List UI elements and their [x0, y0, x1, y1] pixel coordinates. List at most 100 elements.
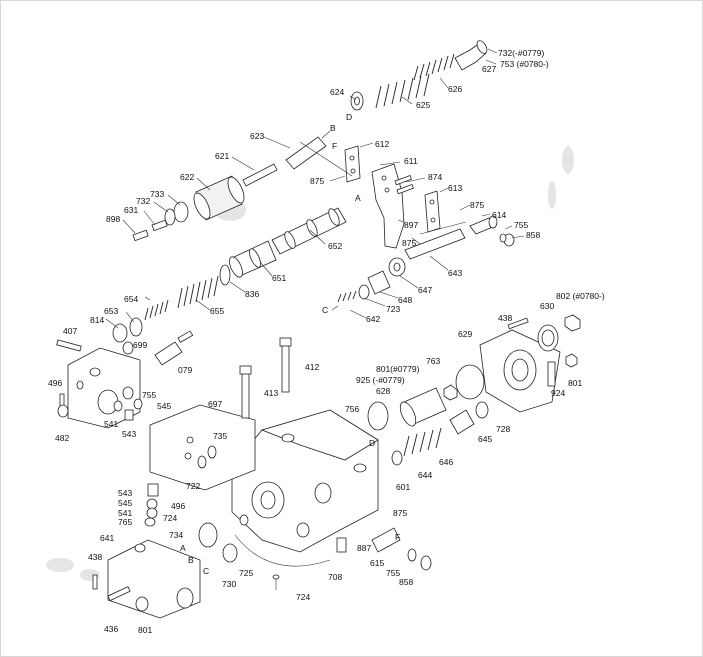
part-763-ring [455, 364, 485, 400]
label-623: 623 [250, 131, 264, 141]
label-725: 725 [239, 568, 253, 578]
part-801-nut-b [135, 596, 149, 612]
label-925: 925 (-#0779) [356, 375, 405, 385]
label-699: 699 [133, 340, 147, 350]
label-615: 615 [370, 558, 384, 568]
label-627: 627 [482, 64, 496, 74]
label-728: 728 [496, 424, 510, 434]
part-924-screw [547, 361, 556, 387]
part-765-ring [144, 517, 156, 527]
part-733-ring [173, 201, 189, 223]
label-645: 645 [478, 434, 492, 444]
part-887-pin [336, 537, 347, 553]
part-412-bolt [279, 337, 292, 393]
label-541-a: 541 [104, 419, 118, 429]
label-482: 482 [55, 433, 69, 443]
part-612-plate [344, 145, 361, 183]
part-858-ring-b [420, 555, 432, 571]
part-655-spring [177, 275, 219, 309]
part-625-spring [375, 73, 430, 109]
label-730: 730 [222, 579, 236, 589]
part-646-spring [403, 427, 442, 457]
part-482-plug [57, 404, 69, 418]
part-653-washer [129, 317, 143, 337]
part-601-housing [231, 409, 379, 553]
label-643: 643 [448, 268, 462, 278]
label-697: 697 [208, 399, 222, 409]
label-541-b: 541 [118, 508, 132, 518]
part-627-plunger [454, 40, 498, 71]
label-765: 765 [118, 517, 132, 527]
label-436: 436 [104, 624, 118, 634]
label-601: 601 [396, 482, 410, 492]
label-648: 648 [398, 295, 412, 305]
part-858-ring [499, 233, 515, 247]
label-733: 733 [150, 189, 164, 199]
part-756-ring [367, 401, 389, 431]
part-543-plug-b [147, 483, 159, 497]
part-628-spool [399, 387, 447, 427]
label-801-b: 801 [568, 378, 582, 388]
part-925-nut [443, 384, 458, 401]
label-f-top: F [332, 141, 337, 151]
part-725-ring [222, 543, 238, 563]
part-651-spool [229, 240, 277, 278]
part-436-bolt [107, 586, 131, 602]
label-621: 621 [215, 151, 229, 161]
label-654: 654 [124, 294, 138, 304]
label-802: 802 (#0780-) [556, 291, 605, 301]
label-732-b: 732 [136, 196, 150, 206]
label-644: 644 [418, 470, 432, 480]
label-708: 708 [328, 572, 342, 582]
label-653: 653 [104, 306, 118, 316]
label-543-b: 543 [118, 488, 132, 498]
label-079: 079 [178, 365, 192, 375]
part-622-sleeve [193, 175, 245, 221]
part-614-pin [469, 215, 498, 235]
label-626: 626 [448, 84, 462, 94]
label-438-b: 438 [88, 552, 102, 562]
label-763: 763 [426, 356, 440, 366]
part-755-ring-left [122, 386, 134, 400]
part-407-bolt [56, 339, 82, 352]
part-802-nut [564, 314, 581, 332]
label-b-top: B [330, 123, 336, 133]
part-613-plate [424, 190, 441, 233]
label-735: 735 [213, 431, 227, 441]
part-699-ring [122, 341, 134, 355]
label-b-bottom: B [188, 555, 194, 565]
label-629: 629 [458, 329, 472, 339]
smudge [548, 181, 556, 209]
label-413: 413 [264, 388, 278, 398]
label-724-b: 724 [296, 592, 310, 602]
label-801-a: 801(#0779) [376, 364, 420, 374]
part-724-pin [272, 574, 280, 590]
label-887: 887 [357, 543, 371, 553]
label-613: 613 [448, 183, 462, 193]
part-654-spring [144, 299, 169, 321]
label-d-mid: D [369, 438, 375, 448]
label-756: 756 [345, 404, 359, 414]
part-621-pin [242, 163, 278, 187]
part-652-spool [271, 207, 347, 255]
smudge [46, 558, 74, 572]
part-732-ring [164, 208, 176, 226]
part-615-plug [371, 527, 401, 553]
part-079-valve [154, 330, 194, 366]
label-c-mid: C [322, 305, 328, 315]
label-496-b: 496 [171, 501, 185, 511]
label-875-c: 875 [402, 238, 416, 248]
label-f-bottom: F [395, 532, 400, 542]
part-814-ring [112, 323, 128, 343]
label-858-b: 858 [399, 577, 413, 587]
label-641: 641 [100, 533, 114, 543]
part-722-ring [197, 455, 207, 469]
label-875-d: 875 [393, 508, 407, 518]
part-545-ring-b [146, 498, 158, 510]
label-732: 732(-#0779) [498, 48, 544, 58]
label-874: 874 [428, 172, 442, 182]
part-734-ring [198, 522, 218, 548]
label-753: 753 (#0780-) [500, 59, 549, 69]
label-543-a: 543 [122, 429, 136, 439]
